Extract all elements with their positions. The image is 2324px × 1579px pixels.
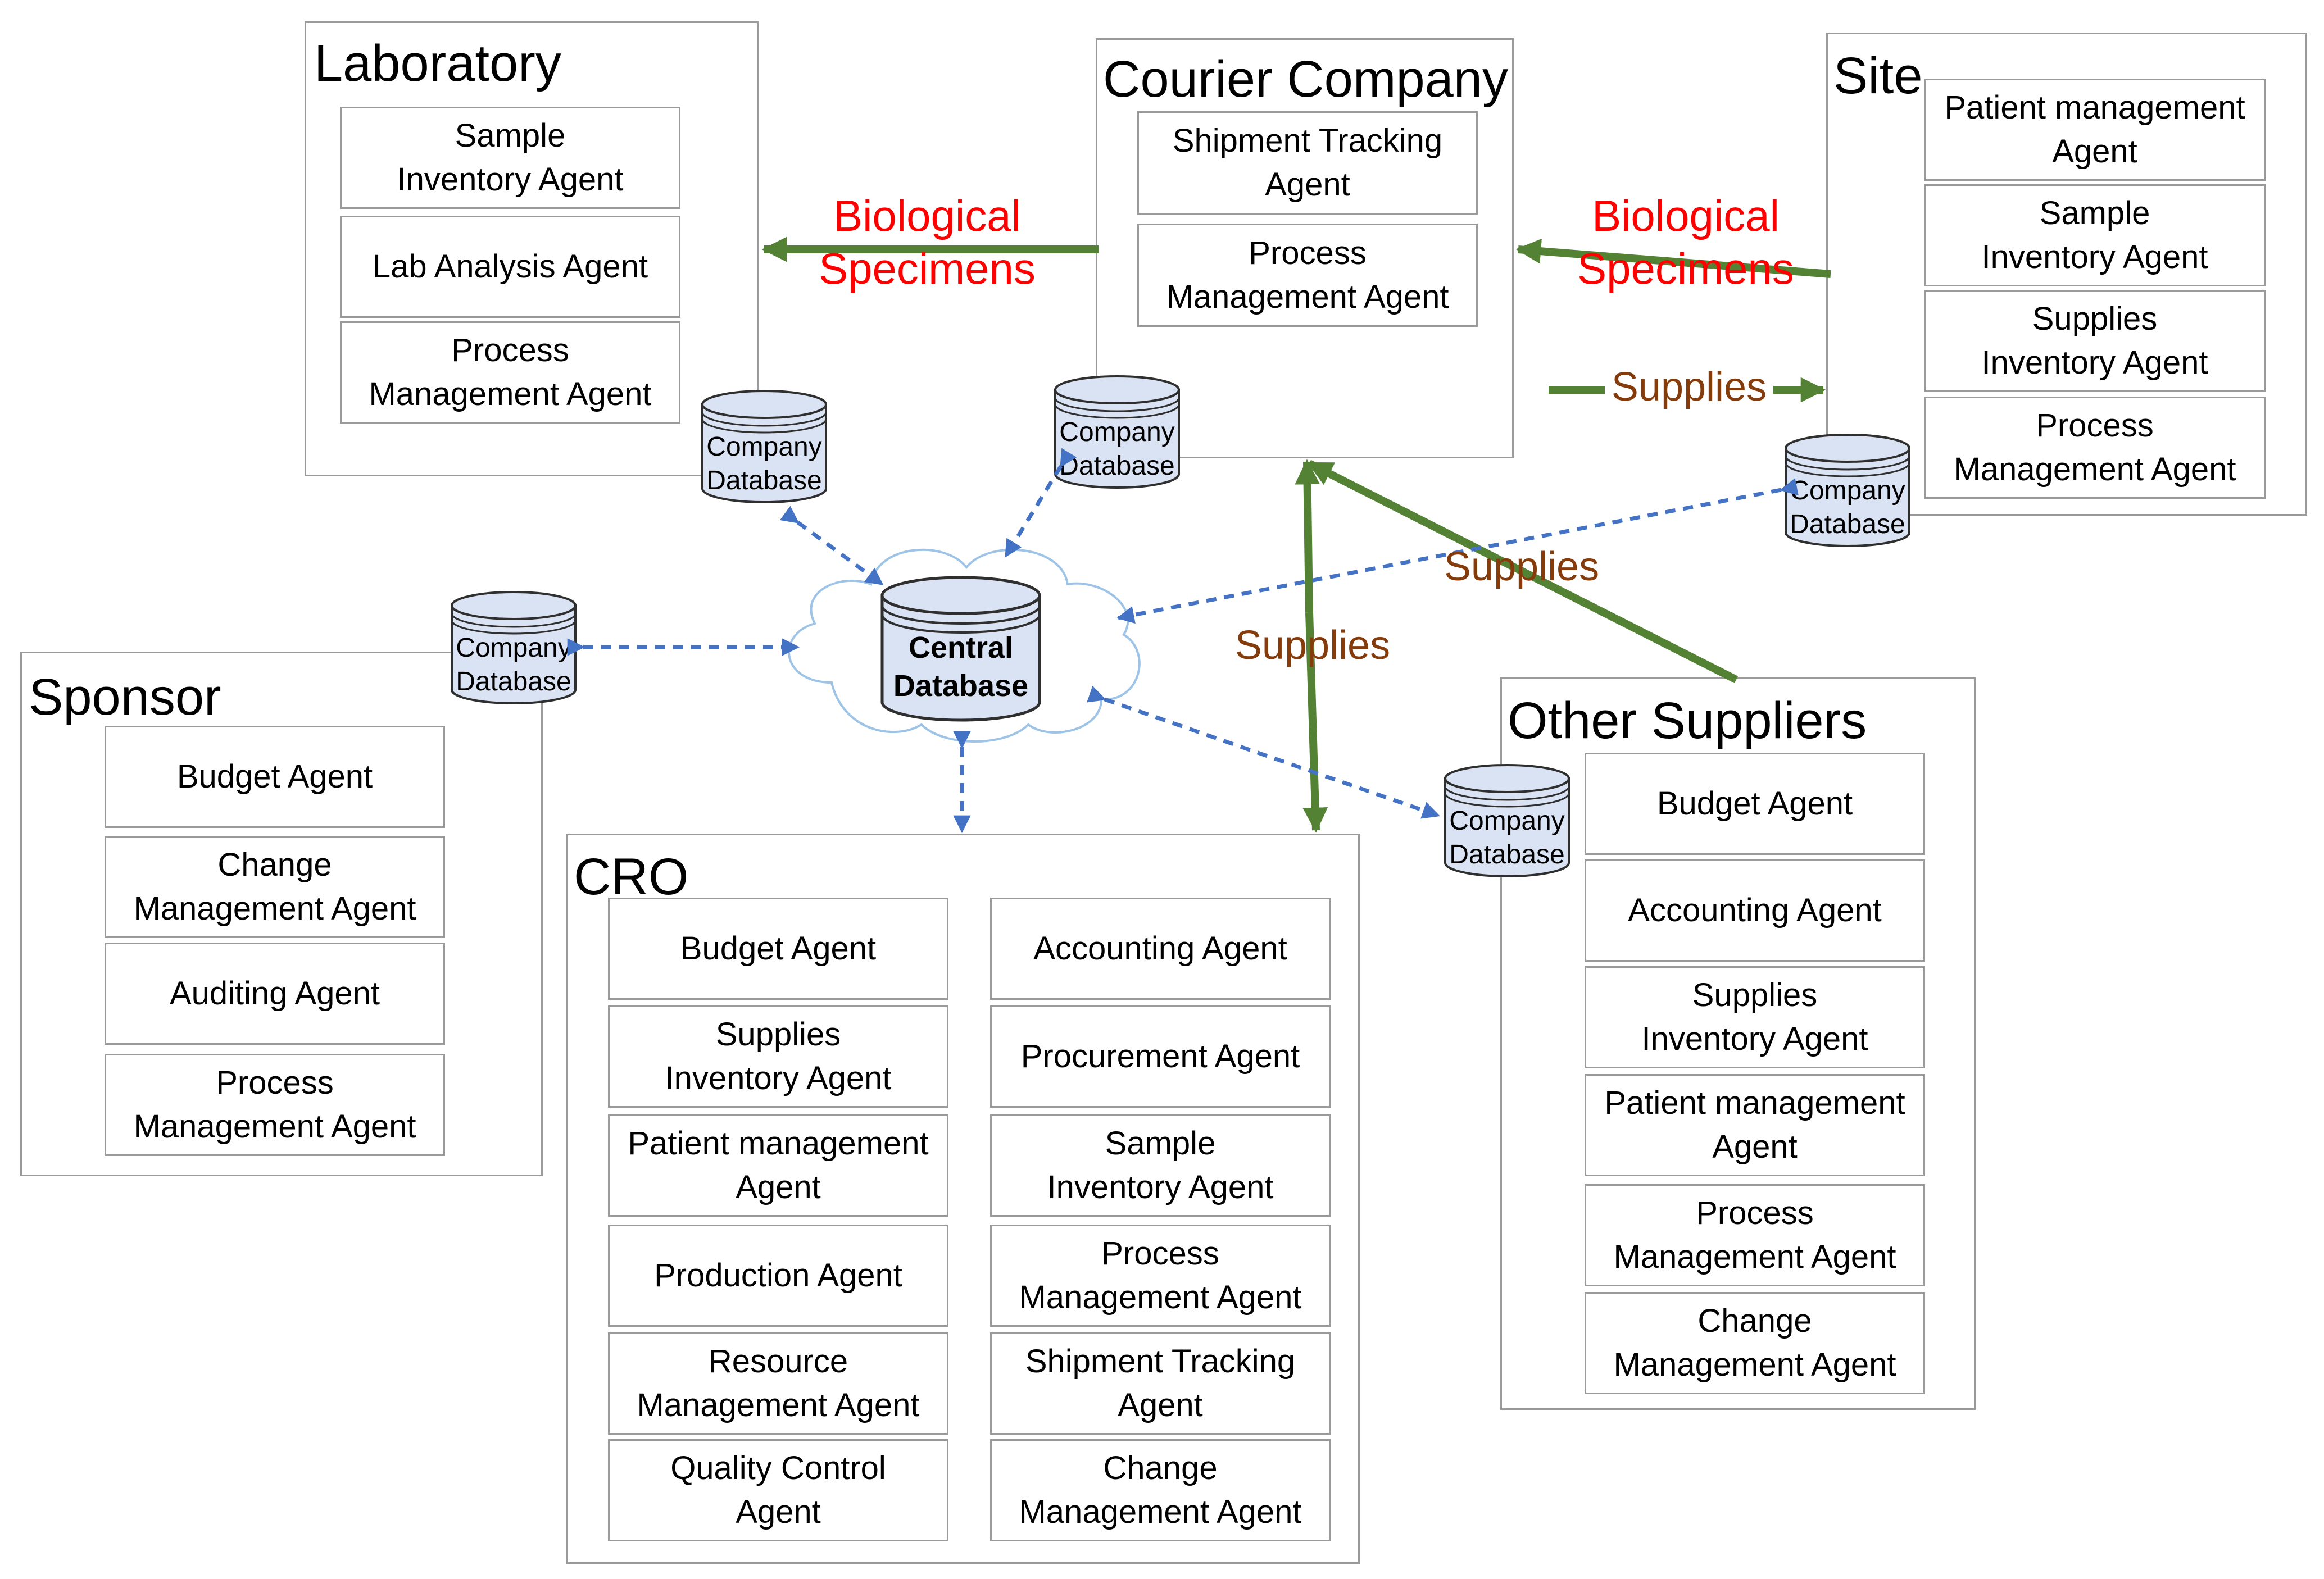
database-cylinder-icon [451,591,577,704]
bio-flow-arrow-courier [1515,238,1831,278]
company-database-label: Company Database [1449,806,1565,870]
sponsor-agent: Process Management Agent [105,1054,445,1156]
cro-agent: Budget Agent [608,898,948,1000]
biological-specimens-label-lab: Biological Specimens [819,191,1036,293]
database-cylinder-icon [701,390,827,503]
laboratory-agent: Lab Analysis Agent [340,216,680,318]
site-agent: Process Management Agent [1924,397,2266,499]
company-database-label: Company Database [1790,476,1905,539]
courier-company-database: Company Database [1052,373,1182,491]
laboratory-agent: Process Management Agent [340,321,680,424]
supplies-label-cro: Supplies [1234,623,1391,668]
company-database-label: Company Database [1059,417,1175,481]
company-database-label: Company Database [456,633,571,697]
cro-agent: Supplies Inventory Agent [608,1005,948,1108]
laboratory-agent: Sample Inventory Agent [340,107,680,209]
courier-agent: Process Management Agent [1137,224,1478,327]
supplies-label-site: Supplies [1605,363,1773,412]
site-company-database: Company Database [1782,431,1913,549]
central-database-label: Central Database [893,631,1029,703]
cro-agent: Sample Inventory Agent [990,1114,1331,1217]
database-cylinder-icon [1785,434,1910,547]
sponsor-title: Sponsor [29,668,221,726]
site-agent: Sample Inventory Agent [1924,184,2266,286]
laboratory-company-database: Company Database [699,388,829,506]
cro-agent: Resource Management Agent [608,1332,948,1435]
company-database-label: Company Database [706,432,822,495]
data-link-site [1116,478,1799,624]
laboratory-title: Laboratory [314,35,561,92]
data-link-courier [1004,448,1077,558]
other-suppliers-agent: Patient management Agent [1585,1074,1925,1176]
sponsor-agent: Change Management Agent [105,836,445,938]
site-title: Site [1833,47,1923,104]
supplies-flow-arrow-cro-up [1295,459,1320,613]
cro-agent: Procurement Agent [990,1005,1331,1108]
other-suppliers-agent: Supplies Inventory Agent [1585,966,1925,1068]
central-database: Central Database [877,573,1045,725]
biological-specimens-label-site: Biological Specimens [1577,191,1794,293]
sponsor-agent: Auditing Agent [105,943,445,1045]
data-link-other [1087,685,1440,819]
courier-company-title: Courier Company [1103,51,1508,108]
other-suppliers-agent: Accounting Agent [1585,859,1925,962]
site-agent: Patient management Agent [1924,79,2266,181]
cro-agent: Accounting Agent [990,898,1331,1000]
cro-agent: Change Management Agent [990,1439,1331,1541]
cro-agent: Quality Control Agent [608,1439,948,1541]
other-suppliers-agent: Change Management Agent [1585,1292,1925,1394]
cro-agent: Patient management Agent [608,1114,948,1217]
cro-agent: Production Agent [608,1225,948,1327]
other-suppliers-agent: Process Management Agent [1585,1184,1925,1286]
cro-agent: Process Management Agent [990,1225,1331,1327]
site-agent: Supplies Inventory Agent [1924,290,2266,392]
courier-agent: Shipment Tracking Agent [1137,111,1478,215]
database-cylinder-icon [1444,764,1570,877]
cro-agent: Shipment Tracking Agent [990,1332,1331,1435]
supplies-label-other: Supplies [1444,544,1600,589]
cro-title: CRO [574,848,689,905]
other-suppliers-agent: Budget Agent [1585,753,1925,855]
data-link-lab [779,506,884,586]
database-cylinder-icon [880,576,1041,722]
other-suppliers-title: Other Suppliers [1508,692,1867,749]
sponsor-company-database: Company Database [448,589,579,707]
other-suppliers-company-database: Company Database [1442,762,1572,880]
sponsor-agent: Budget Agent [105,726,445,828]
